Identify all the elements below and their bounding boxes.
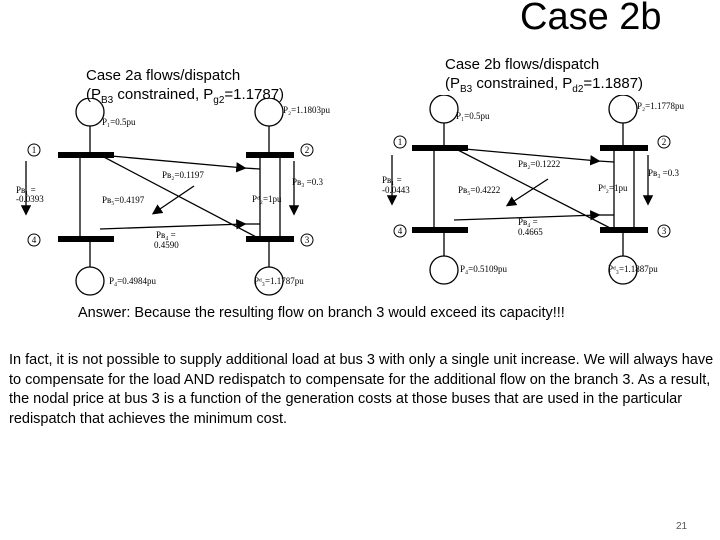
explanation-paragraph: In fact, it is not possible to supply ad…	[9, 352, 714, 427]
page-number: 21	[676, 521, 688, 532]
pb3-label: Pʙ₃ =0.3	[648, 168, 679, 178]
right-network-diagram: 1 2 4 3 P₁=0.5pu P₂=1.1778pu Pʙ₂=0.1222 …	[382, 95, 684, 285]
left-caption-line2: (PB3 constrained, Pg2=1.1787)	[86, 86, 285, 106]
generator-1	[75, 98, 105, 127]
left-caption: Case 2a flows/dispatch (PB3 constrained,…	[86, 66, 284, 110]
generator-2	[608, 95, 638, 124]
node-3-label: 3	[305, 235, 310, 245]
pb4-value: 0.4665	[518, 227, 543, 237]
pd2-label: Pᵈ₂=1pu	[252, 194, 282, 204]
node-4-label: 4	[398, 226, 403, 236]
pb5-label: Pʙ₅=0.4197	[102, 195, 145, 205]
pb2-label: Pʙ₂=0.1197	[162, 170, 204, 180]
node-4-label: 4	[32, 235, 37, 245]
answer-text: Answer: Because the resulting flow on br…	[78, 305, 565, 321]
right-caption-line2: (PB3 constrained, Pd2=1.1887)	[445, 75, 644, 95]
pb5-label: Pʙ₅=0.4222	[458, 185, 500, 195]
pg4-label: P₄=0.5109pu	[460, 264, 507, 274]
generator-4	[75, 266, 105, 296]
pb4-value: 0.4590	[154, 240, 179, 250]
left-network-diagram: 1 2 4 3 P₁=0.5pu P₂=1.1803pu Pʙ₂=0.1197 …	[16, 98, 330, 296]
pb3-label: Pʙ₃ =0.3	[292, 177, 323, 187]
right-caption-line1: Case 2b flows/dispatch	[445, 56, 600, 73]
pb1-name: Pʙ₁ =	[16, 185, 36, 195]
node-1-label: 1	[398, 137, 403, 147]
pg2-label: P₂=1.1803pu	[283, 105, 330, 115]
right-caption: Case 2b flows/dispatch (PB3 constrained,…	[445, 55, 643, 99]
pd3-label: Pᵈ₃=1.1787pu	[254, 276, 304, 286]
pb1-name: Pʙ₁ =	[382, 175, 402, 185]
slide-title: Case 2b	[520, 0, 662, 38]
generator-4	[429, 255, 459, 285]
pg1-label: P₁=0.5pu	[456, 111, 490, 121]
node-2-label: 2	[305, 145, 310, 155]
generator-1	[429, 95, 459, 124]
left-caption-line1: Case 2a flows/dispatch	[86, 67, 241, 84]
pg2-label: P₂=1.1778pu	[637, 101, 684, 111]
pd3-label: Pᵈ₃=1.1887pu	[608, 264, 658, 274]
node-1-label: 1	[32, 145, 37, 155]
pb4-name: Pʙ₄ =	[518, 217, 538, 227]
pb4-name: Pʙ₄ =	[156, 230, 176, 240]
pd2-label: Pᵈ₂=1pu	[598, 183, 628, 193]
node-3-label: 3	[662, 226, 667, 236]
node-2-label: 2	[662, 137, 667, 147]
pb1-value: -0.0443	[382, 185, 410, 195]
pg4-label: P₄=0.4984pu	[109, 276, 156, 286]
generator-2	[254, 98, 284, 127]
pb1-value: -0.0393	[16, 194, 44, 204]
pg1-label: P₁=0.5pu	[102, 117, 136, 127]
pb2-label: Pʙ₂=0.1222	[518, 159, 560, 169]
